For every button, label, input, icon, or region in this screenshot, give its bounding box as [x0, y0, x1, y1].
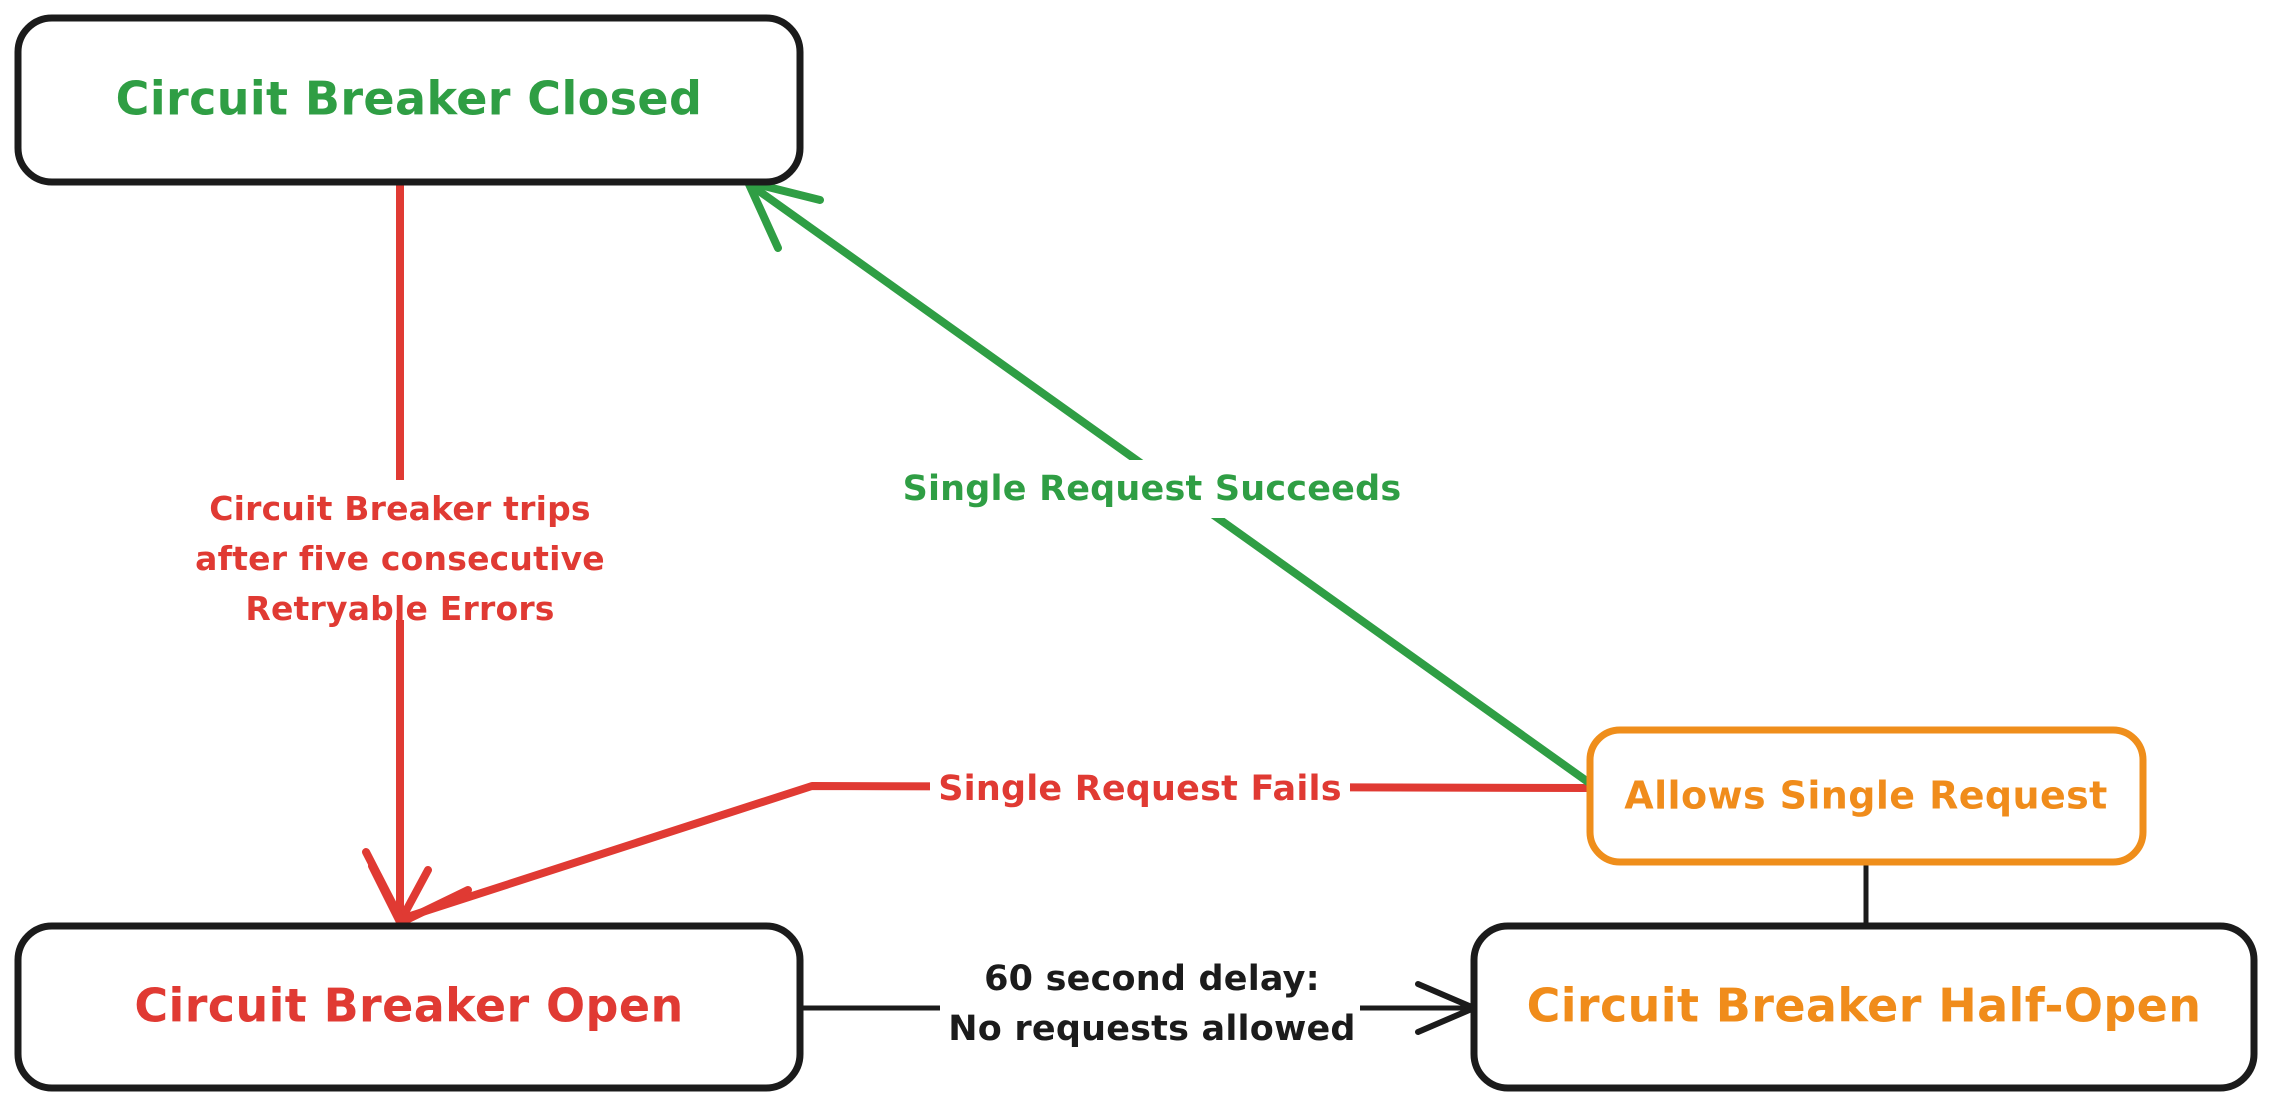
edge-label-closed-to-open-line2: after five consecutive [195, 539, 605, 578]
edge-label-open-to-half-open-bg [940, 950, 1360, 1066]
edge-label-open-to-half-open-line2: No requests allowed [948, 1009, 1355, 1049]
node-circuit-breaker-closed[interactable]: Circuit Breaker Closed [14, 14, 804, 186]
edge-label-allows-to-closed: Single Request Succeeds [903, 460, 1402, 518]
edge-label-closed-to-open-line1: Circuit Breaker trips [209, 489, 591, 528]
node-circuit-breaker-closed-label: Circuit Breaker Closed [116, 72, 703, 126]
node-circuit-breaker-half-open-box[interactable] [1470, 922, 2258, 1092]
node-circuit-breaker-half-open-label: Circuit Breaker Half-Open [1527, 979, 2202, 1033]
edge-label-allows-to-closed-bg [905, 460, 1385, 518]
edge-allows-to-open-arrowhead [362, 848, 472, 926]
node-allows-single-request-box[interactable] [1586, 726, 2147, 866]
edge-label-closed-to-open-line3: Retryable Errors [245, 589, 554, 628]
edge-label-allows-to-open-text: Single Request Fails [938, 769, 1342, 809]
node-allows-single-request-label: Allows Single Request [1624, 774, 2107, 818]
node-circuit-breaker-open[interactable]: Circuit Breaker Open [14, 922, 804, 1092]
edge-label-closed-to-open: Circuit Breaker trips after five consecu… [178, 480, 605, 628]
edge-label-open-to-half-open: 60 second delay: No requests allowed [940, 950, 1360, 1066]
node-allows-single-request[interactable]: Allows Single Request [1586, 726, 2147, 866]
edge-label-allows-to-open: Single Request Fails [930, 760, 1350, 816]
edge-label-allows-to-closed-text: Single Request Succeeds [903, 469, 1402, 509]
node-circuit-breaker-open-label: Circuit Breaker Open [134, 979, 683, 1033]
edge-label-open-to-half-open-line1: 60 second delay: [984, 959, 1320, 999]
edge-label-closed-to-open-bg [178, 480, 598, 620]
node-circuit-breaker-closed-box[interactable] [14, 14, 804, 186]
edge-label-allows-to-open-bg [930, 760, 1350, 816]
node-circuit-breaker-half-open[interactable]: Circuit Breaker Half-Open [1470, 922, 2258, 1092]
node-circuit-breaker-open-box[interactable] [14, 922, 804, 1092]
